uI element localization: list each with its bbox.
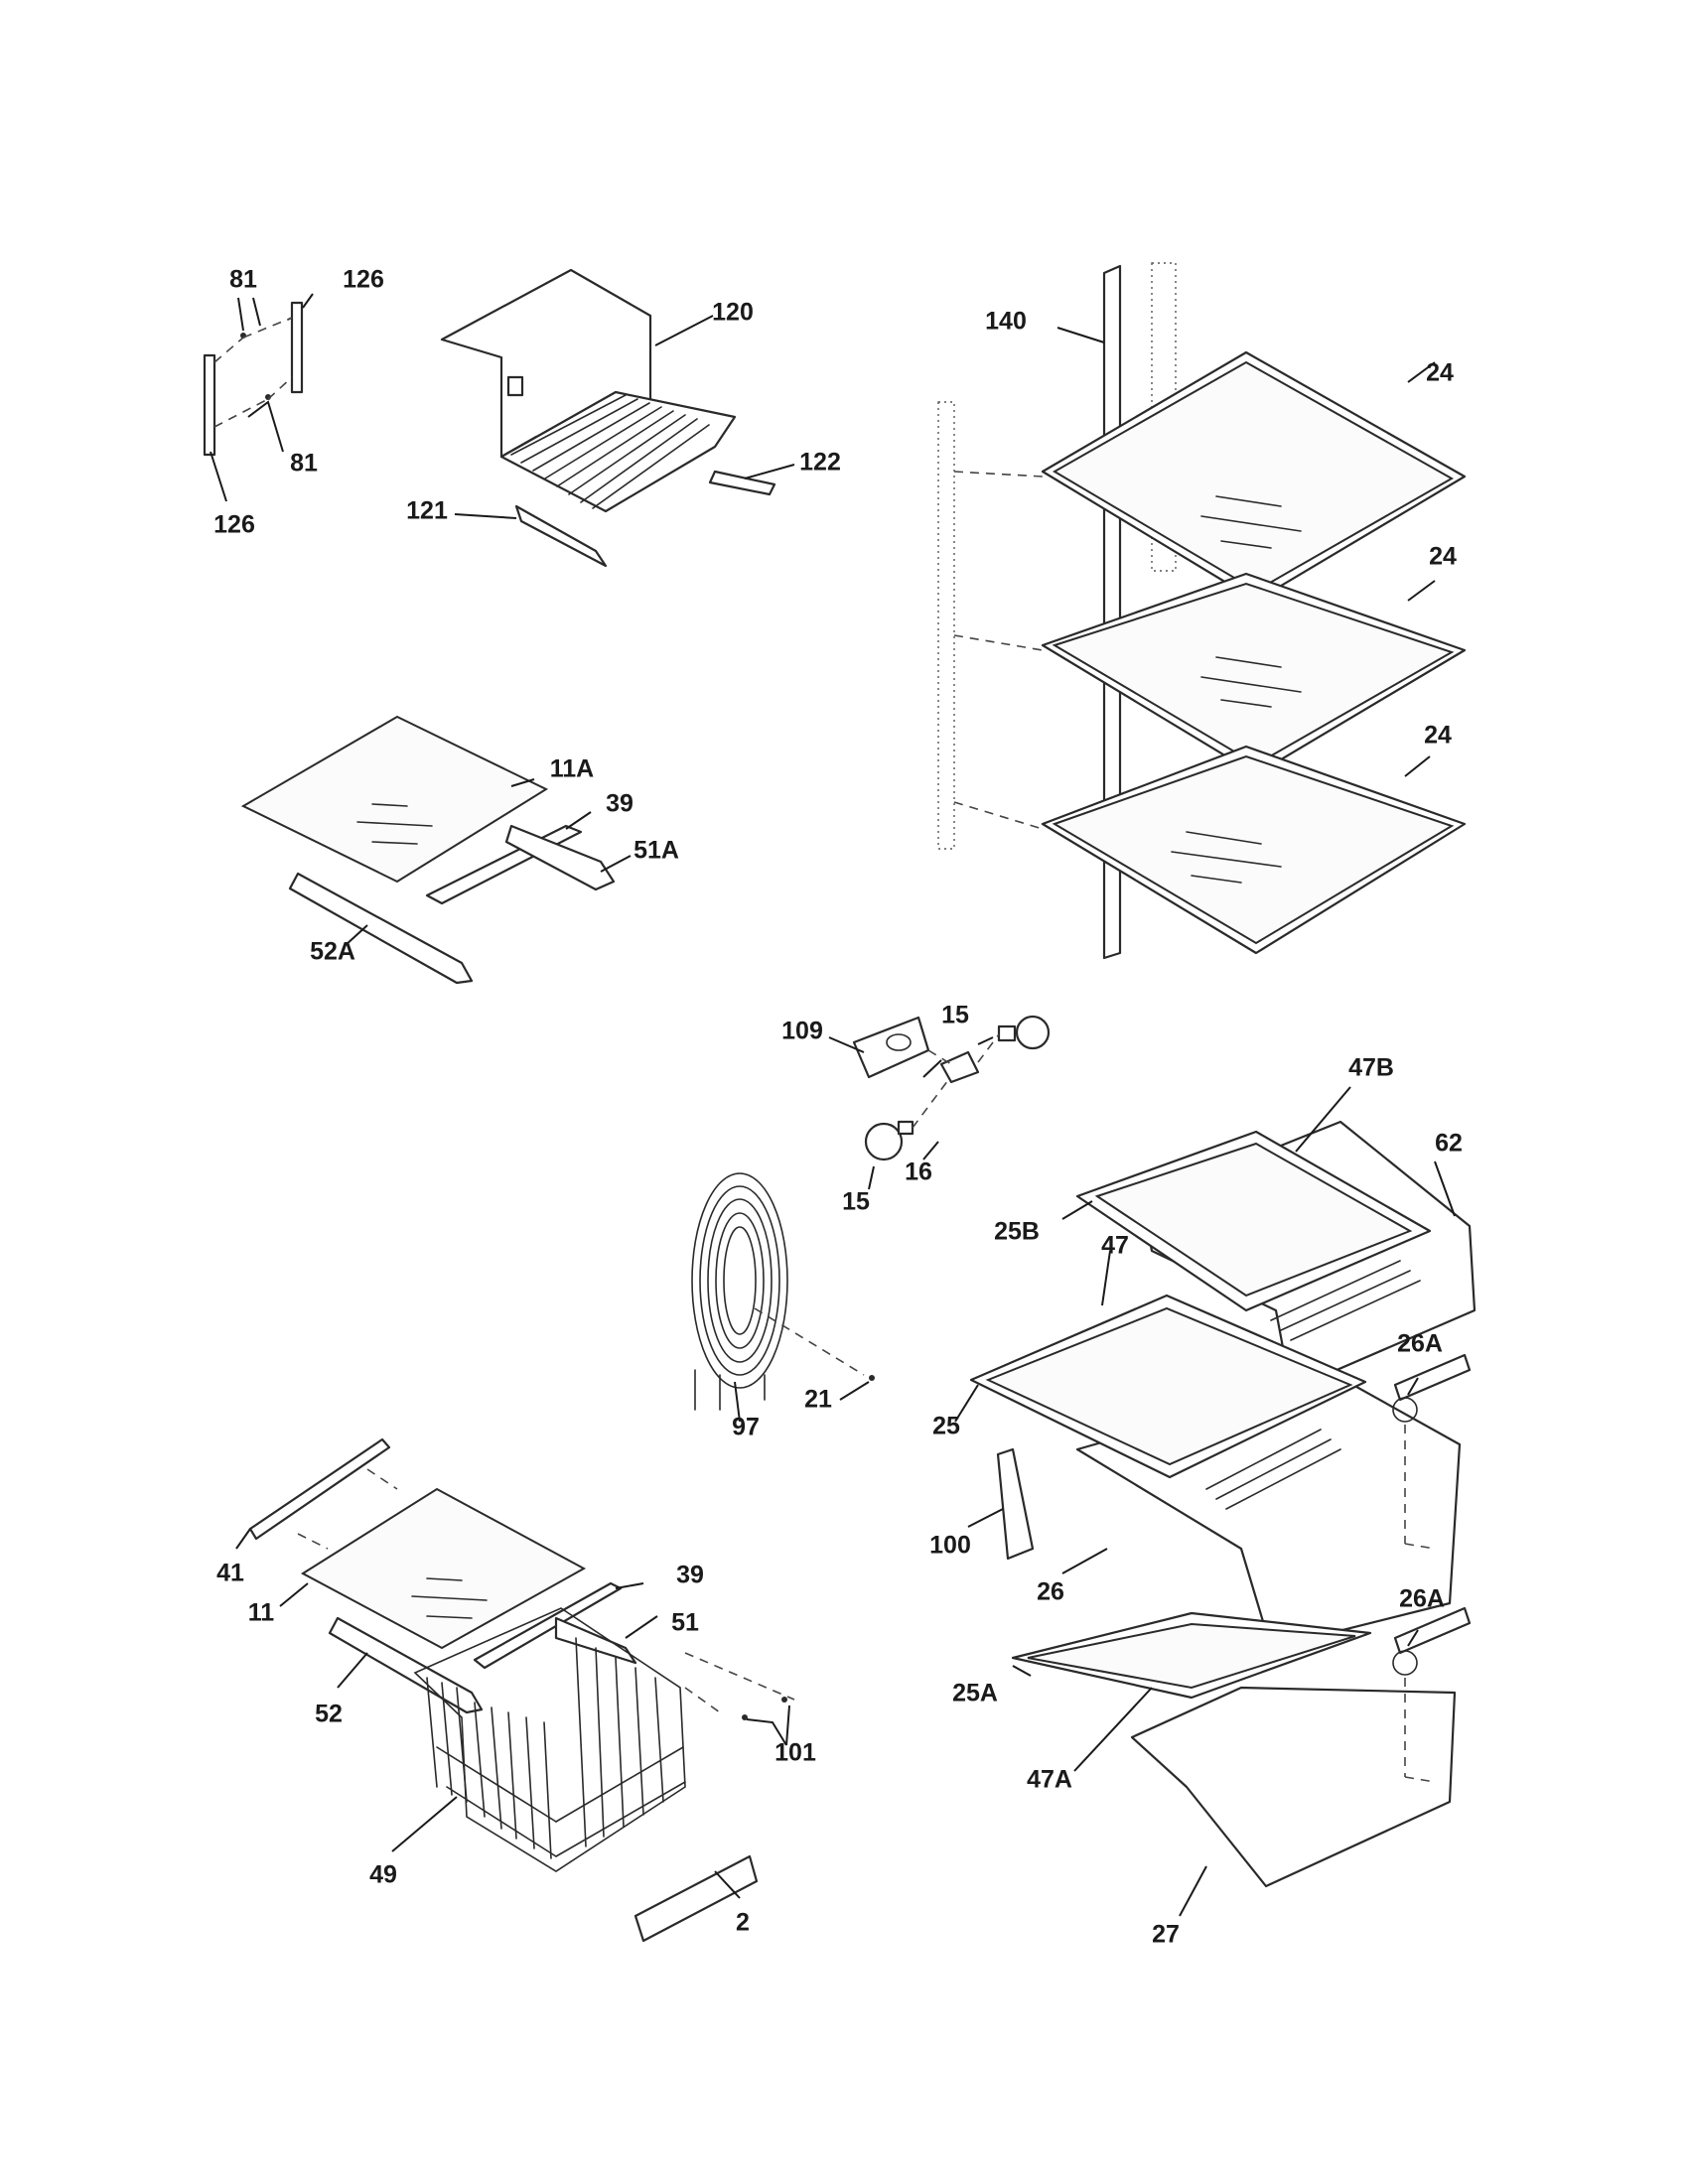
crisper-drawers [954,1086,1477,1917]
glass-47 [985,1306,1353,1466]
callout-121: 121 [406,497,448,525]
callout-15: 15 [842,1188,870,1216]
callout-24: 24 [1426,359,1454,387]
callout-39: 39 [606,790,633,818]
callout-81: 81 [229,266,257,294]
callout-122: 122 [799,449,841,477]
callout-39: 39 [676,1562,704,1589]
callout-140: 140 [985,308,1027,336]
drawer-27 [1130,1686,1457,1888]
handle-2 [633,1854,759,1943]
callout-16: 16 [905,1159,932,1186]
bulb-15-right [1015,1015,1051,1050]
glass-shelf-11 [301,1487,587,1650]
slide-26A-lower [1393,1606,1472,1655]
rail-122 [708,470,776,496]
callout-52: 52 [315,1701,343,1728]
callout-49: 49 [369,1861,397,1889]
callout-81: 81 [290,450,318,478]
callout-47: 47 [1101,1232,1129,1260]
callout-41: 41 [216,1560,244,1587]
callout-109: 109 [781,1018,823,1045]
drawer-clip [506,375,524,397]
callout-11A: 11A [550,755,594,783]
callout-25B: 25B [994,1218,1040,1246]
callout-15: 15 [941,1002,969,1029]
wire-basket-49 [413,1607,686,1872]
bracket-126-right [290,301,304,394]
callout-26A: 26A [1399,1585,1445,1613]
callout-25: 25 [932,1413,960,1440]
slide-52 [328,1616,484,1714]
grille-slats [510,394,710,509]
bulb-15-right-base [997,1024,1017,1042]
freezer-basket-assembly [235,1437,795,1943]
light-assembly [828,1015,1051,1190]
bulb-15-left [864,1122,904,1161]
rail-121 [514,504,608,568]
callout-47B: 47B [1348,1054,1394,1082]
callout-24: 24 [1429,543,1457,571]
freezer-drawer-assembly [440,268,795,568]
glass-shelf-24-top [953,350,1467,603]
callout-97: 97 [732,1414,760,1441]
clip-101 [742,1714,748,1720]
callout-21: 21 [804,1386,832,1414]
slide-51A [504,824,616,891]
callout-62: 62 [1435,1130,1463,1158]
callout-11: 11 [248,1599,275,1627]
clip-101 [781,1697,787,1703]
glass-47A [1027,1622,1356,1690]
glass-shelf-24-bottom [953,745,1467,955]
light-cover-109 [852,1016,930,1079]
callout-126: 126 [343,266,384,294]
shelf-rail-left [937,401,955,850]
callout-26A: 26A [1397,1330,1443,1358]
callout-51A: 51A [633,837,679,865]
socket-16 [939,1050,980,1084]
slide-51 [554,1616,637,1665]
callout-2: 2 [736,1909,750,1937]
callout-100: 100 [929,1532,971,1560]
callout-101: 101 [774,1739,816,1767]
shelf-bracket-assembly [203,293,314,502]
callout-47A: 47A [1027,1766,1072,1794]
screw-21 [869,1375,875,1381]
callout-126: 126 [213,511,255,539]
glass-shelf-11A [240,715,549,884]
condenser-coil-assembly [691,1172,875,1423]
glass-shelf-24-mid [953,572,1467,776]
bracket-126-left [203,353,216,457]
slide-26A-upper [1393,1353,1472,1402]
freezer-shelf-upper [240,715,632,985]
callout-120: 120 [712,299,754,327]
callout-26: 26 [1037,1578,1064,1606]
callout-24: 24 [1424,722,1452,750]
drawer-120-grille [499,390,737,513]
callout-labels: 81 126 81 126 120 122 121 140 24 24 24 1… [213,266,1463,1949]
callout-25A: 25A [952,1680,998,1707]
callout-27: 27 [1152,1921,1180,1949]
bulb-15-left-base [897,1120,914,1136]
callout-52A: 52A [310,938,355,966]
panel-100 [996,1447,1035,1561]
refrigerator-shelves [937,262,1467,960]
coil-97 [691,1172,788,1389]
trim-41 [248,1437,391,1541]
glass-47B [1094,1142,1413,1297]
slide-52A [288,872,474,985]
callout-51: 51 [671,1609,699,1637]
